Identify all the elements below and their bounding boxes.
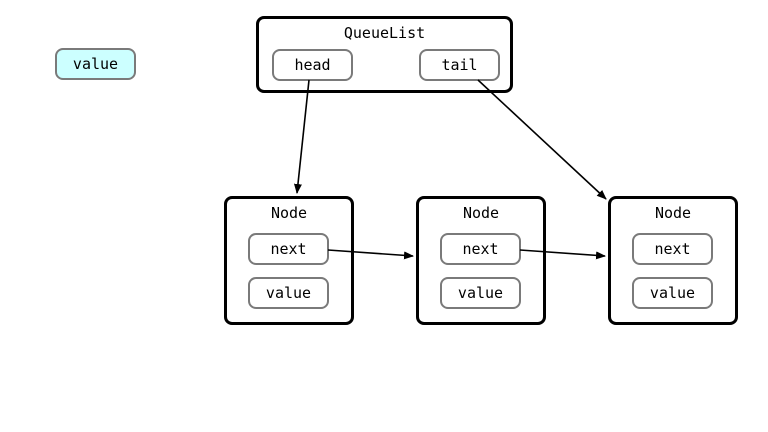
value-label: value — [457, 284, 504, 302]
head-field: head — [272, 49, 353, 81]
queue-list-title: QueueList — [343, 24, 426, 42]
next-label: next — [462, 240, 499, 258]
node-title: Node — [462, 204, 500, 222]
value-field: value — [440, 277, 521, 309]
node-box: Node next value — [608, 196, 738, 325]
head-pointer-arrow — [293, 79, 310, 194]
queue-list-box: QueueList head tail — [256, 16, 513, 93]
node-title: Node — [654, 204, 692, 222]
next-field: next — [632, 233, 713, 265]
node-box: Node next value — [416, 196, 546, 325]
node-box: Node next value — [224, 196, 354, 325]
value-field: value — [248, 277, 329, 309]
tail-field: tail — [419, 49, 500, 81]
next-label: next — [654, 240, 691, 258]
head-label: head — [294, 56, 331, 74]
detached-value-label: value — [72, 55, 119, 73]
node-title: Node — [270, 204, 308, 222]
next-field: next — [440, 233, 521, 265]
next-field: next — [248, 233, 329, 265]
next-label: next — [270, 240, 307, 258]
tail-pointer-arrow — [477, 79, 607, 200]
tail-label: tail — [441, 56, 478, 74]
detached-value-cell: value — [55, 48, 136, 80]
value-label: value — [265, 284, 312, 302]
value-field: value — [632, 277, 713, 309]
value-label: value — [649, 284, 696, 302]
